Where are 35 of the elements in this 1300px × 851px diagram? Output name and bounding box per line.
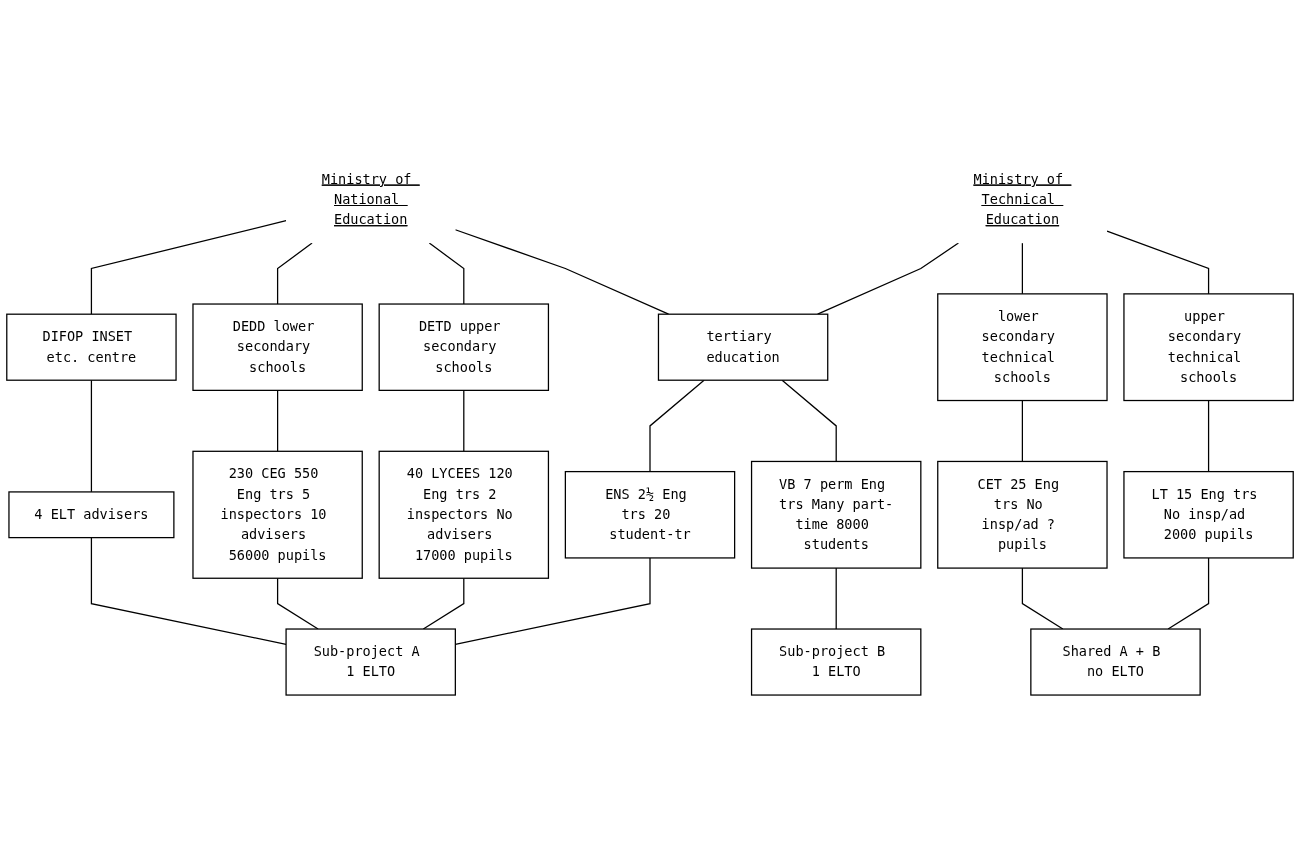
connector	[1167, 556, 1210, 630]
connector	[276, 242, 313, 305]
connector	[781, 379, 837, 462]
connector	[90, 379, 93, 493]
node-box: DIFOP INSET etc. centre	[6, 313, 177, 381]
connector	[90, 219, 287, 315]
node-box: 40 LYCEES 120 Eng trs 2 inspectors No advisers 17000 pupils	[378, 450, 550, 579]
node-box: DETD upper secondary schools	[378, 303, 550, 391]
node-box: Sub-project B 1 ELTO	[750, 628, 922, 696]
node-text: Ministry of Technical Education	[973, 170, 1064, 228]
connector	[90, 536, 287, 645]
node-box: 230 CEG 550 Eng trs 5 inspectors 10 advisers 56000 pupils	[192, 450, 363, 579]
connector	[649, 379, 705, 472]
connector	[1207, 399, 1210, 472]
node-box: DEDD lower secondary schools	[192, 303, 363, 391]
connector	[422, 577, 465, 630]
node-box: tertiary education	[657, 313, 829, 381]
node-box: VB 7 perm Eng trs Many part-time 8000 students	[750, 460, 922, 569]
node-box: Sub-project A 1 ELTO	[285, 628, 456, 696]
connector	[1106, 230, 1210, 295]
connector	[1021, 399, 1024, 462]
connector	[276, 389, 279, 452]
node-text: Ministry of National Education	[321, 170, 412, 228]
connector	[463, 389, 465, 452]
node-box: CET 25 Eng trs No insp/ad ? pupils	[937, 460, 1108, 569]
node-box: LT 15 Eng trs No insp/ad 2000 pupils	[1123, 470, 1294, 559]
connector	[1021, 242, 1024, 295]
node-box: ENS 2½ Eng trs 20 student-tr	[564, 470, 736, 559]
node-box: 4 ELT advisers	[8, 490, 175, 538]
node-box: Shared A + B no ELTO	[1030, 628, 1201, 696]
connector	[428, 242, 465, 305]
node-box: upper secondary technical schools	[1123, 292, 1294, 401]
connector	[276, 577, 319, 630]
connector	[835, 567, 837, 630]
node-box: lower secondary technical schools	[937, 292, 1108, 401]
